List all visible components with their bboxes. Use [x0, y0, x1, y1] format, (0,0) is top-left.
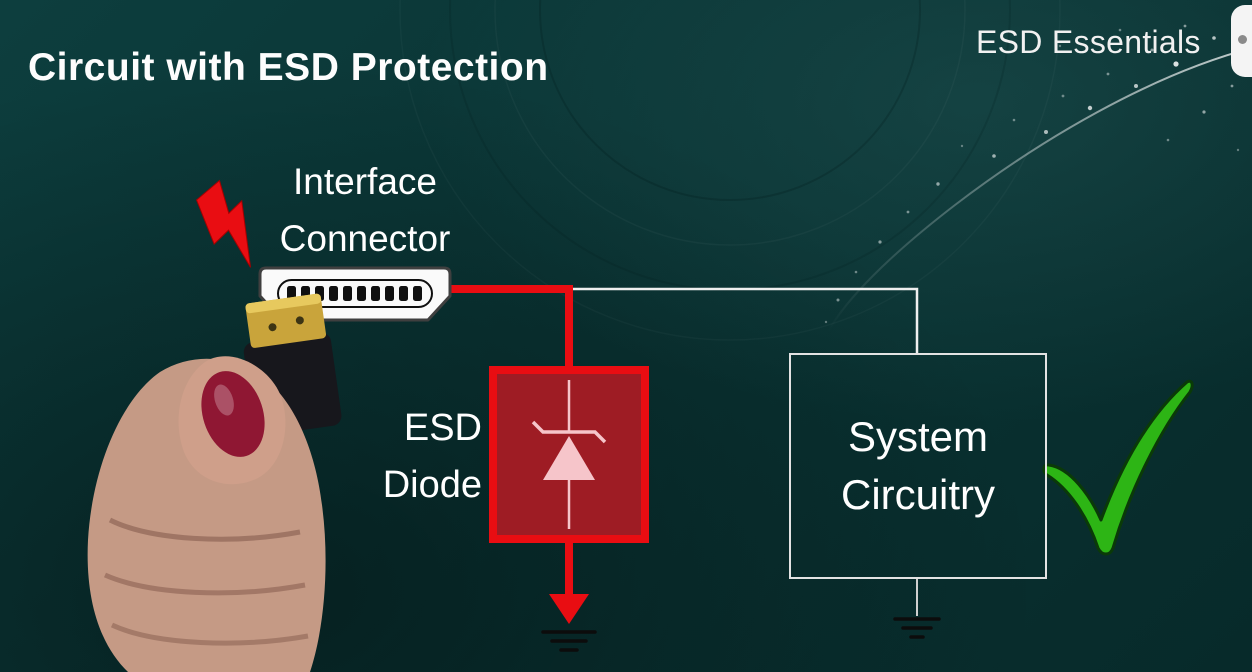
light-trail	[827, 47, 1252, 333]
esd-diode-label-line1: ESD	[403, 407, 482, 449]
connector-label-line1: Interface	[293, 161, 437, 202]
interface-connector-label: Interface Connector	[244, 153, 486, 267]
system-box-label-line1: System	[847, 413, 989, 460]
esd-diode-label-line2: Diode	[382, 464, 482, 506]
sparkle-dots	[824, 11, 1246, 324]
connector-label-line2: Connector	[279, 218, 451, 259]
channel-logo	[1231, 5, 1252, 77]
wire-to-system	[569, 287, 919, 353]
system-box-label-line2: Circuitry	[841, 471, 995, 518]
system-ground-symbol-icon	[893, 579, 941, 639]
slide-title: Circuit with ESD Protection	[28, 46, 549, 90]
wire-from-connector	[446, 285, 573, 370]
esd-diode-label: ESD Diode	[346, 400, 482, 514]
brand-text: ESD Essentials	[976, 24, 1201, 60]
painted-nail	[201, 371, 265, 457]
esd-discharge-arrow	[549, 543, 589, 624]
system-circuitry-box: System Circuitry	[789, 353, 1047, 579]
esd-strike-lightning-icon	[195, 179, 251, 268]
esd-diode-box	[489, 366, 649, 543]
zener-diode-symbol	[531, 380, 607, 529]
ground-symbol-icon	[541, 630, 597, 652]
hand-holding-hdmi-plug-photo	[87, 293, 342, 672]
logo-mark	[1238, 35, 1247, 44]
success-check-icon	[1042, 379, 1194, 556]
